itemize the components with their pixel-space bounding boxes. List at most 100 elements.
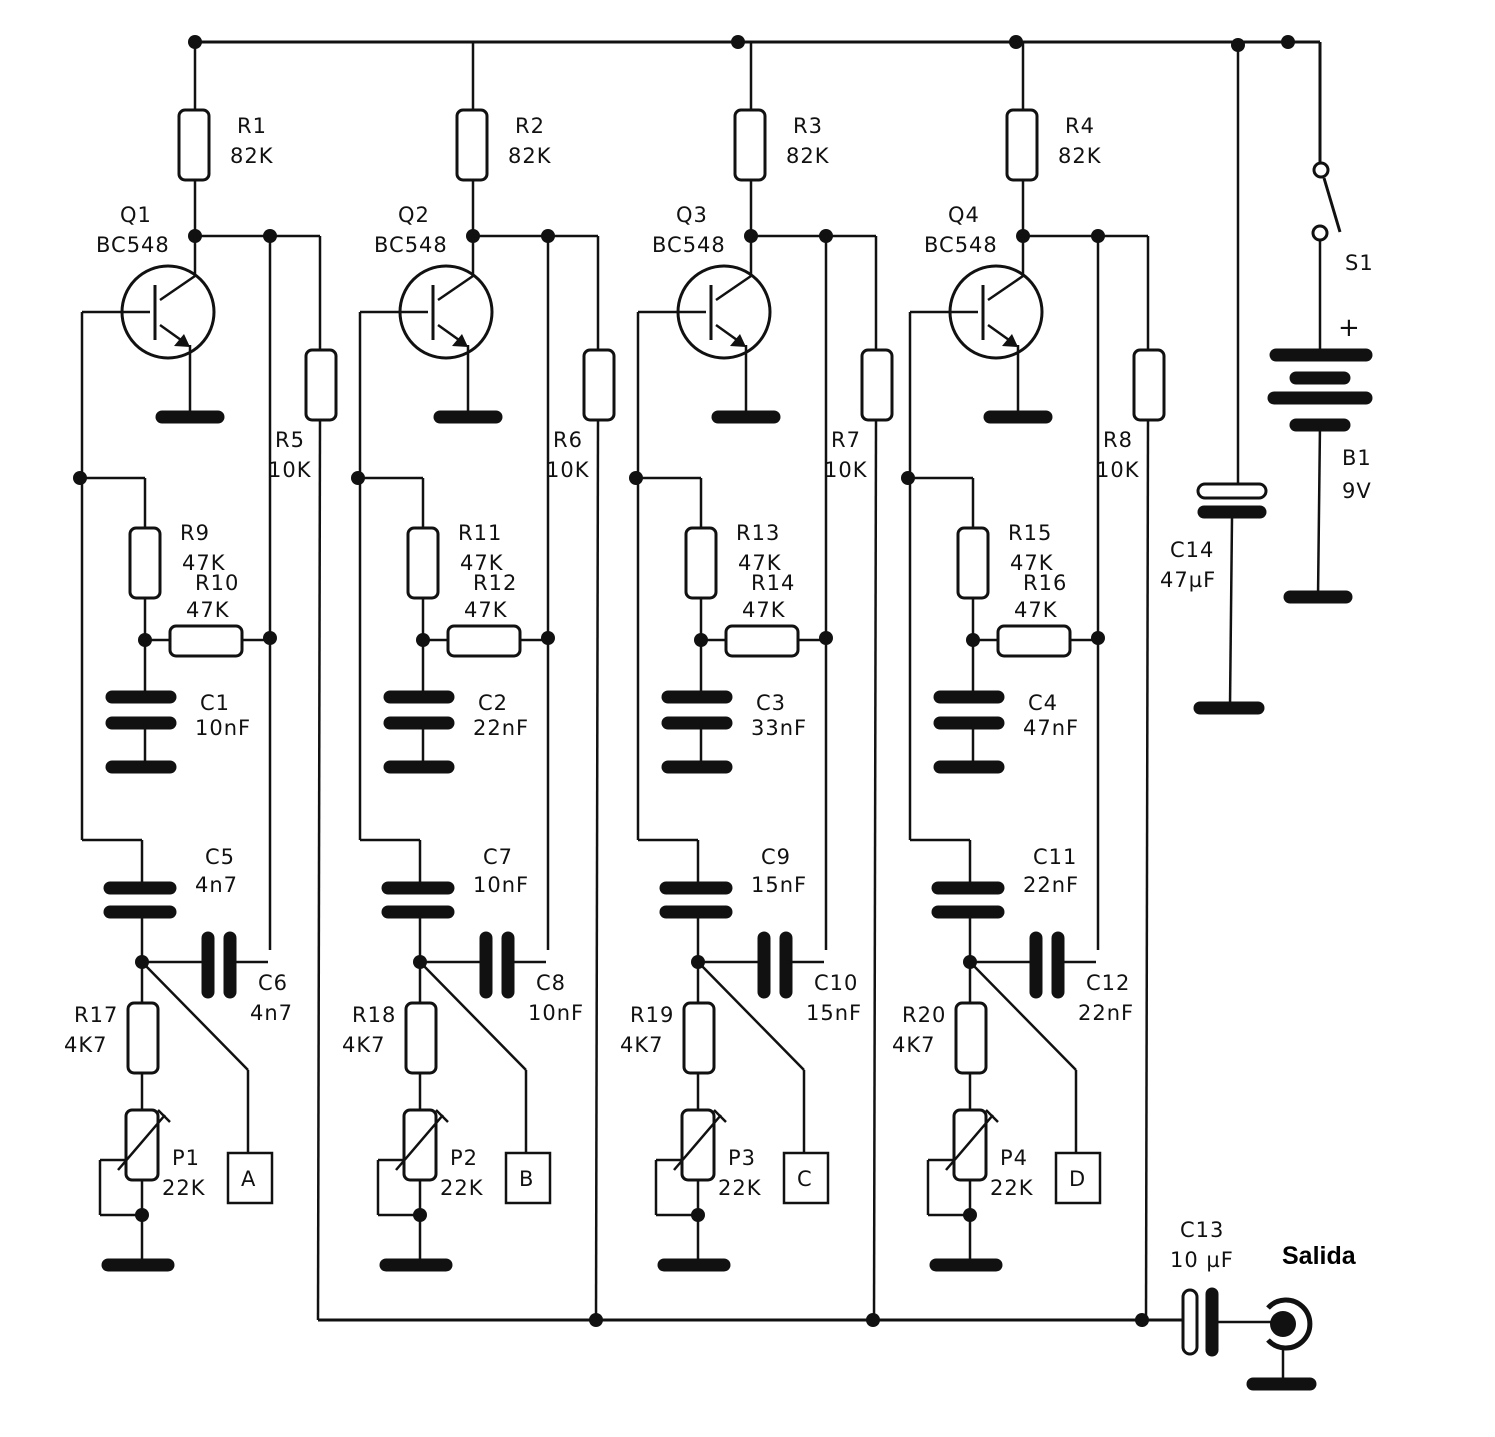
key-terminal[interactable]: A [226, 1151, 274, 1205]
tuning-cap-ref: C1 [200, 691, 230, 715]
b1-value: 9V [1342, 479, 1372, 503]
series-cap-value: 15nF [751, 873, 807, 897]
trimmer-value: 22K [990, 1176, 1034, 1200]
series-cap-value: 22nF [1023, 873, 1079, 897]
junction-dot [1135, 1313, 1149, 1327]
key-label: D [1069, 1167, 1086, 1191]
output-jack-center [1270, 1311, 1296, 1337]
key-wire [969, 961, 1077, 1071]
feedback-resistor-value: 10K [1096, 458, 1140, 482]
coupling-cap-ref: C10 [814, 971, 858, 995]
upper-resistor [956, 526, 990, 600]
upper-resistor-ref: R11 [458, 521, 502, 545]
trimmer-ref: P2 [450, 1146, 478, 1170]
transistor-collector-lead [437, 274, 474, 302]
transistor-collector-lead [715, 274, 752, 302]
series-cap-value: 4n7 [195, 873, 238, 897]
trimmer-arrow-tip [985, 1109, 999, 1123]
tuning-cap-value: 22nF [473, 716, 529, 740]
oscillator-stage: R282KR610KQ2BC548R1147KR1247KC222nFC710n… [342, 35, 745, 1321]
upper-resistor-ref: R9 [180, 521, 210, 545]
trimmer-arrow-tip [157, 1109, 171, 1123]
series-cap-value: 10nF [473, 873, 529, 897]
key-box[interactable] [782, 1151, 830, 1205]
emitter-resistor [682, 1001, 716, 1075]
feedback-resistor [304, 348, 338, 422]
c13-ref: C13 [1180, 1218, 1224, 1242]
key-wire [697, 961, 805, 1071]
emitter-resistor-value: 4K7 [342, 1033, 386, 1057]
tuning-cap-value: 47nF [1023, 716, 1079, 740]
side-resistor [996, 624, 1072, 658]
switch-contact-top [1312, 161, 1330, 179]
feedback-resistor-value: 10K [268, 458, 312, 482]
upper-resistor-value: 47K [738, 551, 782, 575]
upper-resistor-value: 47K [1010, 551, 1054, 575]
oscillator-stage: R382KR710KQ3BC548R1347KR1447KC333nFC915n… [620, 35, 1023, 1321]
key-box[interactable] [226, 1151, 274, 1205]
series-cap-ref: C5 [205, 845, 235, 869]
transistor-part: BC548 [652, 233, 726, 257]
battery-ground-wire [1316, 424, 1322, 598]
key-terminal[interactable]: C [782, 1151, 830, 1205]
emitter-resistor-ref: R19 [630, 1003, 674, 1027]
transistor-part: BC548 [924, 233, 998, 257]
emitter-resistor-ref: R18 [352, 1003, 396, 1027]
collector-resistor [733, 108, 767, 182]
emitter-arrow-icon [452, 334, 468, 347]
switch-lever [1322, 177, 1342, 233]
side-resistor-value: 47K [464, 598, 508, 622]
side-resistor [168, 624, 244, 658]
output-section: C13 10 µF Salida [318, 1218, 1357, 1391]
key-wire [419, 961, 527, 1071]
emitter-arrow-icon [174, 334, 190, 347]
junction-dot [866, 1313, 880, 1327]
trimmer-value: 22K [718, 1176, 762, 1200]
feedback-resistor [1132, 348, 1166, 422]
c14-ground-wire [1228, 517, 1234, 707]
trimmer-pot [952, 1108, 988, 1182]
c14-value: 47µF [1160, 568, 1216, 592]
emitter-resistor-ref: R20 [902, 1003, 946, 1027]
trimmer-value: 22K [440, 1176, 484, 1200]
emitter-resistor-ref: R17 [74, 1003, 118, 1027]
tuning-cap-value: 10nF [195, 716, 251, 740]
s1-ref: S1 [1345, 251, 1374, 275]
upper-resistor [406, 526, 440, 600]
key-label: A [241, 1167, 256, 1191]
emitter-resistor-value: 4K7 [892, 1033, 936, 1057]
key-terminal[interactable]: B [504, 1151, 552, 1205]
side-resistor-value: 47K [1014, 598, 1058, 622]
feedback-to-bus-wire [594, 419, 600, 1321]
trimmer-arrow-tip [435, 1109, 449, 1123]
trimmer-ref: P4 [1000, 1146, 1028, 1170]
upper-resistor [128, 526, 162, 600]
side-resistor-value: 47K [742, 598, 786, 622]
oscillator-stage: R182KR510KQ1BC548R947KR1047KC110nFC54n7C… [64, 35, 338, 1321]
key-box[interactable] [1054, 1151, 1102, 1205]
upper-resistor-ref: R15 [1008, 521, 1052, 545]
emitter-arrow-icon [1002, 334, 1018, 347]
upper-resistor-ref: R13 [736, 521, 780, 545]
collector-resistor-ref: R4 [1065, 114, 1095, 138]
power-supply-section: C14 47µF S1 + B1 9V [195, 38, 1374, 715]
c13-value: 10 µF [1170, 1248, 1234, 1272]
key-box[interactable] [504, 1151, 552, 1205]
side-resistor [446, 624, 522, 658]
upper-resistor [684, 526, 718, 600]
key-terminal[interactable]: D [1054, 1151, 1102, 1205]
emitter-resistor [954, 1001, 988, 1075]
coupling-cap-ref: C6 [258, 971, 288, 995]
feedback-to-bus-wire [872, 419, 878, 1321]
tuning-cap-ref: C2 [478, 691, 508, 715]
collector-resistor [177, 108, 211, 182]
tuning-cap-ref: C4 [1028, 691, 1058, 715]
collector-resistor-value: 82K [508, 144, 552, 168]
transistor-part: BC548 [96, 233, 170, 257]
output-jack-icon [1266, 1297, 1313, 1351]
feedback-resistor-ref: R7 [831, 428, 861, 452]
feedback-resistor-value: 10K [824, 458, 868, 482]
collector-resistor-value: 82K [786, 144, 830, 168]
collector-resistor [1005, 108, 1039, 182]
